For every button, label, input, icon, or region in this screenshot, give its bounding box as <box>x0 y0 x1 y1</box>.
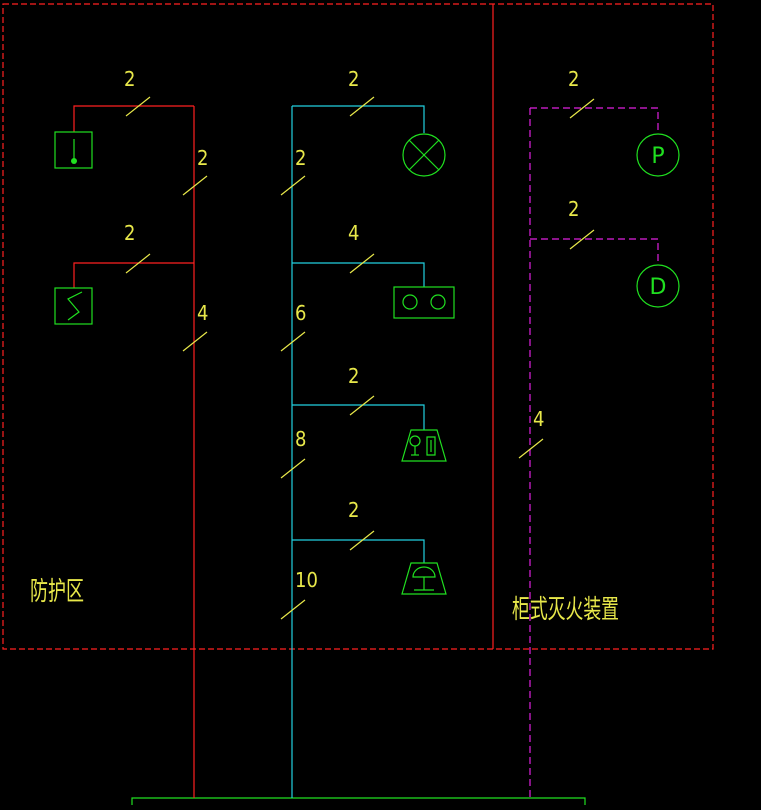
cabinet-device-label: 柜式灭火装置 <box>512 595 619 625</box>
count-red-mid-branch: 2 <box>124 221 135 245</box>
tick-magenta-top-branch <box>569 98 595 119</box>
count-cyan-trunk-4: 10 <box>295 568 318 592</box>
tick-cyan-branch-1 <box>349 96 375 117</box>
count-cyan-trunk-3: 8 <box>295 427 306 451</box>
count-red-trunk-upper: 2 <box>197 146 208 170</box>
count-magenta-top-branch: 2 <box>568 67 579 91</box>
alarm-icon <box>401 429 447 462</box>
tick-cyan-branch-2 <box>349 253 375 274</box>
red-wiring-group <box>73 105 195 798</box>
tick-red-trunk-lower <box>182 331 208 352</box>
double-circle-box-icon <box>393 286 455 319</box>
detector-icon: D <box>636 264 680 308</box>
count-red-trunk-lower: 4 <box>197 301 208 325</box>
count-magenta-trunk: 4 <box>533 407 544 431</box>
cyan-branch-1 <box>292 105 425 133</box>
s-switch-icon <box>54 287 93 325</box>
bottom-bus <box>131 797 586 805</box>
count-magenta-mid-branch: 2 <box>568 197 579 221</box>
pressure-switch-icon: P <box>636 133 680 177</box>
cyan-wiring-group <box>291 105 425 798</box>
red-top-branch <box>73 105 194 132</box>
detector-letter: D <box>650 275 667 300</box>
pull-station-icon <box>54 131 93 169</box>
protection-zone-frame <box>2 3 714 650</box>
count-cyan-branch-2: 4 <box>348 221 359 245</box>
count-cyan-branch-3: 2 <box>348 364 359 388</box>
cyan-branch-2 <box>292 262 425 287</box>
tick-cyan-branch-3 <box>349 395 375 416</box>
tick-cyan-trunk-4 <box>280 599 306 620</box>
count-cyan-branch-1: 2 <box>348 67 359 91</box>
tick-red-trunk-upper <box>182 175 208 196</box>
tick-cyan-trunk-1 <box>280 175 306 196</box>
tick-magenta-trunk <box>518 438 544 459</box>
tick-cyan-trunk-3 <box>280 458 306 479</box>
tick-cyan-branch-4 <box>349 530 375 551</box>
protection-zone-label: 防护区 <box>30 577 84 607</box>
cross-lamp-icon <box>402 133 446 177</box>
count-cyan-trunk-2: 6 <box>295 301 306 325</box>
tick-red-top-branch <box>125 96 151 117</box>
magenta-wiring-group <box>529 107 659 798</box>
tick-cyan-trunk-2 <box>280 331 306 352</box>
magenta-mid-branch <box>530 238 659 264</box>
red-mid-branch <box>73 262 194 288</box>
pressure-switch-letter: P <box>651 144 664 169</box>
count-red-top-branch: 2 <box>124 67 135 91</box>
magenta-top-branch <box>530 107 659 134</box>
cyan-branch-4 <box>292 539 425 563</box>
bell-icon <box>401 562 447 595</box>
tick-magenta-mid-branch <box>569 229 595 250</box>
count-cyan-trunk-1: 2 <box>295 146 306 170</box>
count-cyan-branch-4: 2 <box>348 498 359 522</box>
cyan-branch-3 <box>292 404 425 430</box>
tick-red-mid-branch <box>125 253 151 274</box>
